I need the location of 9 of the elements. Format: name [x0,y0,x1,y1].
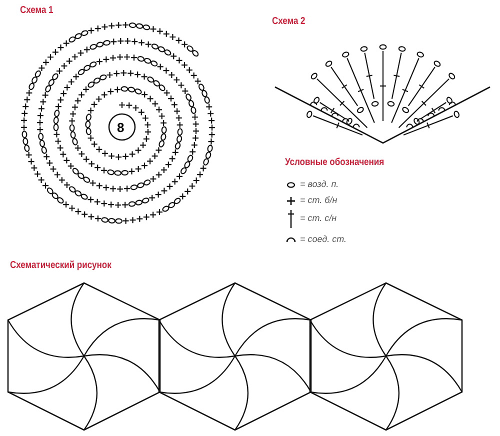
legend-text: = возд. п. [300,180,339,189]
legend-text: = соед. ст. [300,235,347,244]
chart-title: Схема 1 [20,6,54,16]
schematic-title: Схематический рисунок [10,261,112,271]
chart-title: Схема 2 [272,17,306,27]
legend-text: = ст. б/н [300,196,338,205]
legend-text: = ст. с/н [300,214,337,223]
legend-title: Условные обозначения [285,158,384,168]
ring-count: 8 [117,121,124,134]
